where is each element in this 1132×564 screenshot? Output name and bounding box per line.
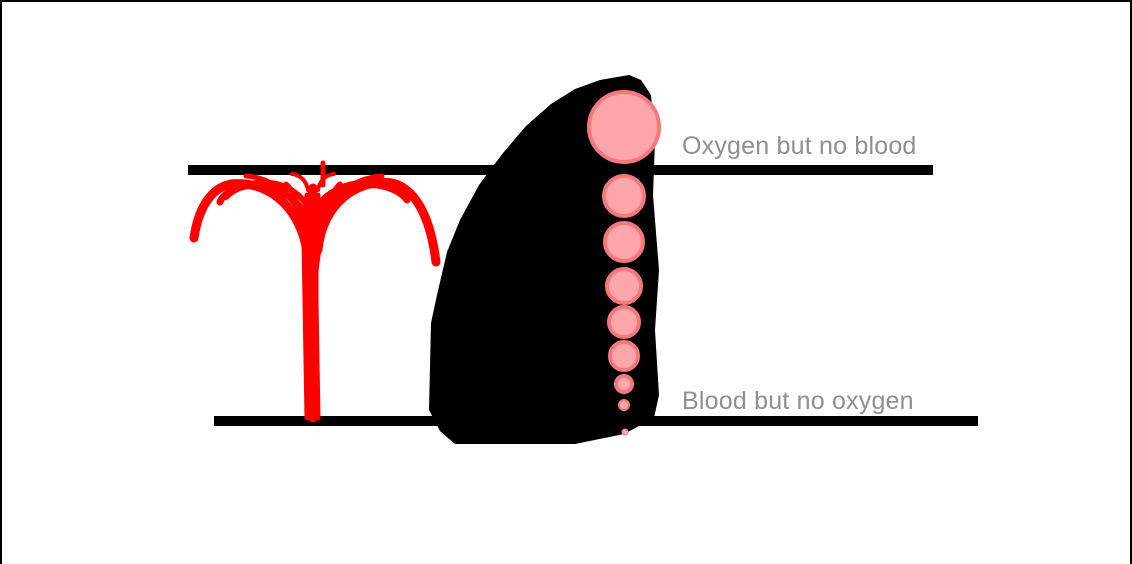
bubble-icon bbox=[605, 223, 643, 261]
bubble-icon bbox=[607, 269, 641, 303]
bubble-icon bbox=[622, 429, 628, 435]
bubble-icon bbox=[619, 400, 629, 410]
bubble-icon bbox=[616, 376, 632, 392]
blood-no-oxygen-label: Blood but no oxygen bbox=[682, 386, 914, 416]
bubble-icon bbox=[609, 307, 639, 337]
bubble-icon bbox=[589, 92, 659, 162]
oxygen-no-blood-label: Oxygen but no blood bbox=[682, 131, 917, 161]
bubble-icon bbox=[604, 176, 644, 216]
bubble-icon bbox=[610, 342, 638, 370]
red-branching-vessel-icon bbox=[194, 163, 436, 418]
